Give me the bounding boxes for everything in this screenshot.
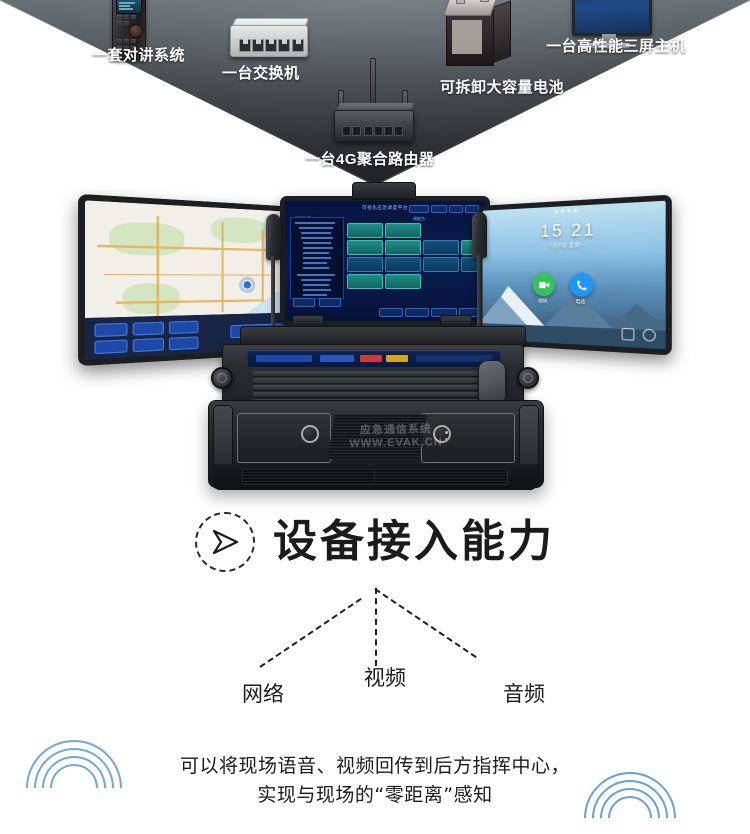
footer-line-2: 实现与现场的“零距离”感知	[257, 784, 493, 807]
branch-label-video: 视频	[364, 666, 406, 690]
dispatch-section-right: 调度台	[413, 216, 425, 221]
handheld-radio-icon	[112, 0, 146, 60]
center-screen-dispatch: 可视化应急调度平台 资源列表 调度台	[280, 196, 490, 326]
dispatch-title: 可视化应急调度平台	[362, 205, 408, 210]
play-arrow-icon	[195, 512, 255, 572]
network-switch-icon	[230, 18, 310, 59]
clock-date: 7月8日 星期一	[549, 242, 587, 250]
branch-label-network: 网络	[242, 682, 284, 706]
nav-home-icon[interactable]	[642, 328, 656, 342]
power-button-right[interactable]	[433, 425, 451, 443]
capability-branches: 网络 视频 音频	[0, 585, 750, 715]
app-label-phone: 电话	[575, 298, 586, 305]
clock-widget: 15 21 7月8日 星期一	[540, 218, 596, 250]
status-bar	[554, 208, 581, 214]
app-label-video: 视频	[538, 298, 548, 304]
hero-section: 一套对讲系统 一台交换机 一台4G聚合路由器	[0, 0, 750, 182]
microphone-left	[266, 214, 281, 260]
device-label-interphone: 一套对讲系统	[92, 47, 186, 64]
case-base	[212, 464, 538, 490]
device-label-router: 一台4G聚合路由器	[305, 151, 435, 168]
resource-tree	[290, 217, 344, 299]
knob-left[interactable]	[211, 367, 233, 389]
product-photo: 可视化应急调度平台 资源列表 调度台	[0, 182, 750, 502]
top-handle	[352, 182, 416, 200]
power-button-left[interactable]	[301, 425, 319, 443]
microphone-left-stem	[271, 256, 275, 338]
nav-apps-icon[interactable]	[621, 327, 635, 341]
branch-label-audio: 音频	[503, 682, 545, 706]
clock-time: 15 21	[540, 218, 596, 242]
keyboard-keys[interactable]	[253, 371, 493, 404]
device-label-host: 一台高性能三屏主机	[546, 38, 686, 55]
router-icon	[334, 58, 416, 142]
section-heading: 设备接入能力	[0, 512, 750, 572]
footer-text: 可以将现场语音、视频回传到后方指挥中心， 实现与现场的“零距离”感知	[0, 752, 750, 811]
branch-line-video	[375, 588, 377, 666]
microphone-right-stem	[477, 254, 481, 338]
knob-right[interactable]	[517, 367, 539, 389]
monitor-icon	[572, 0, 652, 50]
device-label-switch: 一台交换机	[222, 65, 300, 82]
page-title: 设备接入能力	[273, 516, 555, 567]
video-call-icon[interactable]	[532, 272, 555, 297]
branch-line-network	[259, 597, 362, 668]
keyboard-deck	[211, 344, 539, 410]
control-strip	[247, 351, 501, 368]
branch-line-audio	[374, 588, 477, 659]
microphone-right	[472, 212, 487, 258]
device-label-battery: 可拆卸大容量电池	[440, 79, 565, 96]
footer-line-1: 可以将现场语音、视频回传到后方指挥中心，	[179, 755, 570, 777]
dial-icon[interactable]	[569, 272, 594, 297]
battery-icon	[440, 0, 512, 68]
